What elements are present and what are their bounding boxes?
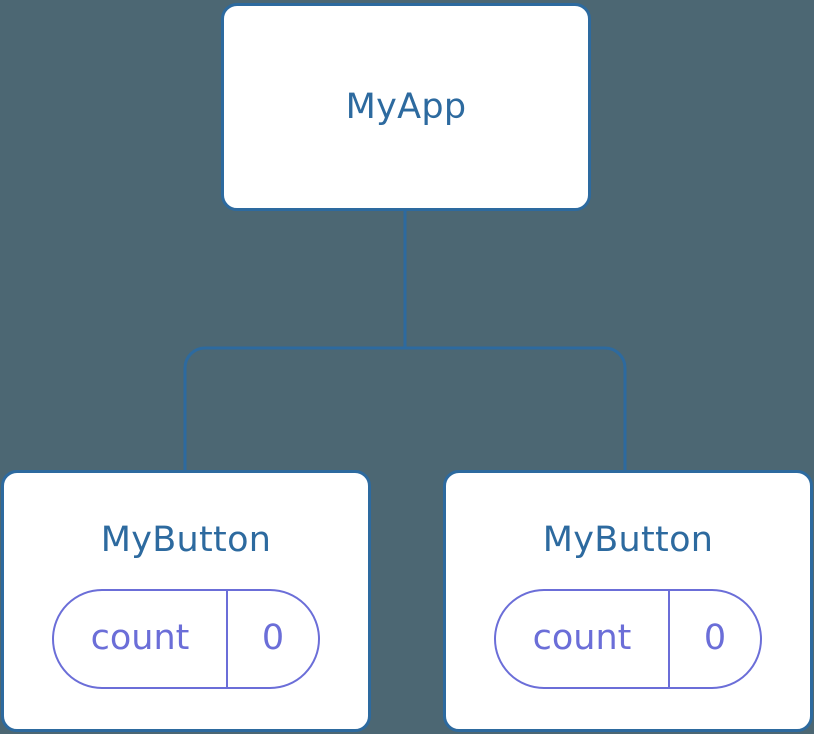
tree-node-mybutton-1-label: MyButton xyxy=(100,520,272,560)
state-pill-2-value: 0 xyxy=(668,591,760,687)
tree-node-mybutton-2-label: MyButton xyxy=(542,520,714,560)
state-pill-2-key: count xyxy=(532,617,632,658)
tree-node-mybutton-2[interactable]: MyButton count 0 xyxy=(443,470,813,732)
state-pill-1-value: 0 xyxy=(226,591,318,687)
connector-branch-left xyxy=(183,346,405,474)
state-pill-1[interactable]: count 0 xyxy=(52,589,320,689)
state-pill-1-key: count xyxy=(90,617,190,658)
connector-branch-right xyxy=(405,346,627,474)
tree-node-mybutton-1[interactable]: MyButton count 0 xyxy=(1,470,371,732)
state-pill-2[interactable]: count 0 xyxy=(494,589,762,689)
tree-node-root-label: MyApp xyxy=(345,86,467,127)
tree-node-root[interactable]: MyApp xyxy=(221,3,591,211)
